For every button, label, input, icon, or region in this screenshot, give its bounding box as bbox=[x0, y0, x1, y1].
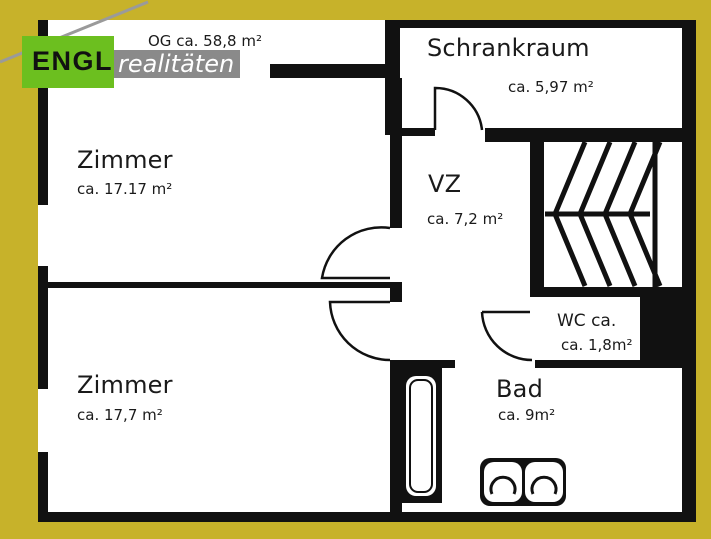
room-name-bad: Bad bbox=[496, 375, 544, 403]
room-area-schrankraum: ca. 5,97 m² bbox=[508, 78, 594, 96]
door-wc bbox=[480, 310, 533, 362]
room-area-wc: ca. 1,8m² bbox=[561, 336, 633, 354]
room-area-zimmer-1: ca. 17.17 m² bbox=[77, 180, 173, 198]
room-area-bad: ca. 9m² bbox=[498, 406, 556, 424]
door-zimmer-top bbox=[320, 226, 391, 280]
staircase bbox=[545, 141, 663, 290]
outer-walls bbox=[38, 20, 696, 522]
double-sink bbox=[480, 458, 566, 506]
interior-walls bbox=[48, 20, 685, 515]
floor-label: OG ca. 58,8 m² bbox=[148, 32, 262, 50]
room-name-schrankraum: Schrankraum bbox=[427, 34, 590, 62]
room-name-vz: VZ bbox=[428, 170, 462, 198]
logo: ENGL realitäten bbox=[22, 36, 241, 88]
room-area-zimmer-2: ca. 17,7 m² bbox=[77, 406, 163, 424]
room-name-zimmer-1: Zimmer bbox=[77, 146, 173, 174]
doors bbox=[320, 86, 533, 362]
logo-brand: ENGL bbox=[22, 36, 114, 88]
room-name-zimmer-2: Zimmer bbox=[77, 371, 173, 399]
door-zimmer-bottom bbox=[328, 300, 391, 362]
room-name-wc: WC ca. bbox=[557, 311, 617, 331]
logo-suffix: realitäten bbox=[114, 50, 241, 78]
floor-area bbox=[38, 20, 696, 522]
bathtub bbox=[400, 368, 442, 503]
room-area-vz: ca. 7,2 m² bbox=[427, 210, 504, 228]
door-schrankraum bbox=[433, 86, 484, 131]
